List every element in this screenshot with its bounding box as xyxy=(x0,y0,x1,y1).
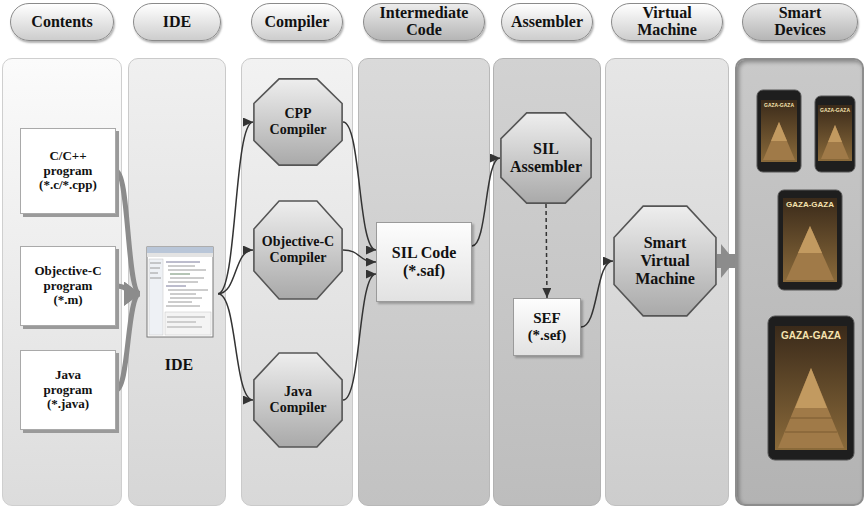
file-extension: (*.m) xyxy=(53,293,82,308)
connector xyxy=(472,158,500,246)
octagon-box: Java Compiler xyxy=(253,352,343,448)
column-header: Compiler xyxy=(251,3,343,41)
octagon-box: Smart Virtual Machine xyxy=(613,205,717,317)
panel-body xyxy=(735,58,864,506)
connector xyxy=(717,254,735,268)
connector xyxy=(218,294,253,400)
screen-title: GAZA-GAZA xyxy=(764,103,794,108)
column-header: Intermediate Code xyxy=(363,3,485,41)
header-text: Intermediate Code xyxy=(376,5,472,39)
box-title: CPP Compiler xyxy=(259,106,337,137)
box-title: Smart Virtual Machine xyxy=(629,234,701,288)
box-title: Java program xyxy=(33,368,103,397)
connector xyxy=(343,122,376,250)
box-title: IDE xyxy=(165,356,193,374)
column-panel: ContentsC/C++ program(*.c/*.cpp) Objectiv… xyxy=(2,2,122,506)
file-box: SIL Code(*.saf) xyxy=(376,222,472,302)
tablet xyxy=(778,190,842,290)
ide-screenshot xyxy=(147,247,213,337)
column-panel: AssemblerSIL AssemblerSEF(*.sef) xyxy=(493,2,601,506)
column-header: Contents xyxy=(10,3,114,41)
box-title: Objective-C Compiler xyxy=(259,234,337,265)
box-title: Objective-C program xyxy=(33,264,103,293)
label-text: GAZA-GAZA xyxy=(781,331,841,341)
octagon-box: SIL Assembler xyxy=(500,112,592,204)
phone-small xyxy=(815,96,855,172)
file-box: SEF(*.sef) xyxy=(513,298,581,356)
connector xyxy=(116,294,140,390)
column-panel: CompilerCPP CompilerObjective-C Compiler… xyxy=(241,2,353,506)
file-extension: (*.sef) xyxy=(528,327,567,344)
panel-body xyxy=(128,58,226,506)
header-text: Virtual Machine xyxy=(628,5,706,39)
screen-title: GAZA-GAZA xyxy=(820,108,850,113)
label-text: GAZA-GAZA xyxy=(786,201,834,209)
file-extension: (*.saf) xyxy=(403,262,445,280)
header-text: IDE xyxy=(163,14,191,31)
connector xyxy=(343,250,376,262)
connector xyxy=(218,250,253,294)
screen-title: GAZA-GAZA xyxy=(781,331,841,341)
header-text: Compiler xyxy=(265,14,330,31)
source-file-box: Java program(*.java) xyxy=(20,350,116,430)
tablet-large xyxy=(768,316,854,460)
ide-box: IDE xyxy=(140,242,218,378)
column-header: IDE xyxy=(133,3,221,41)
column-panel: Smart Devices xyxy=(735,2,864,506)
label-text: GAZA-GAZA xyxy=(764,103,794,108)
box-title: SEF xyxy=(533,310,561,327)
connector xyxy=(116,286,140,294)
screen-title: GAZA-GAZA xyxy=(786,201,834,209)
phone-small xyxy=(757,90,801,172)
connector xyxy=(116,171,140,294)
box-title: SIL Assembler xyxy=(508,140,584,176)
file-extension: (*.java) xyxy=(47,397,89,412)
header-text: Assembler xyxy=(511,14,583,31)
connector xyxy=(581,261,613,327)
column-header: Virtual Machine xyxy=(611,3,723,41)
connector xyxy=(546,204,547,298)
octagon-box: CPP Compiler xyxy=(253,78,343,166)
header-text: Contents xyxy=(31,14,92,31)
column-panel: IDE IDE xyxy=(128,2,226,506)
file-extension: (*.c/*.cpp) xyxy=(39,178,97,193)
connector xyxy=(218,122,253,294)
column-panel: Virtual MachineSmart Virtual Machine xyxy=(605,2,729,506)
column-header: Assembler xyxy=(501,3,593,41)
box-title: Java Compiler xyxy=(259,384,337,415)
source-file-box: C/C++ program(*.c/*.cpp) xyxy=(20,128,116,214)
octagon-box: Objective-C Compiler xyxy=(253,200,343,300)
box-title: SIL Code xyxy=(392,244,456,262)
header-text: Smart Devices xyxy=(763,5,837,39)
label-text: GAZA-GAZA xyxy=(820,108,850,113)
connector xyxy=(343,274,376,400)
source-file-box: Objective-C program(*.m) xyxy=(20,246,116,326)
column-panel: Intermediate CodeSIL Code(*.saf) xyxy=(358,2,490,506)
box-title: C/C++ program xyxy=(33,149,103,178)
column-header: Smart Devices xyxy=(742,3,858,41)
